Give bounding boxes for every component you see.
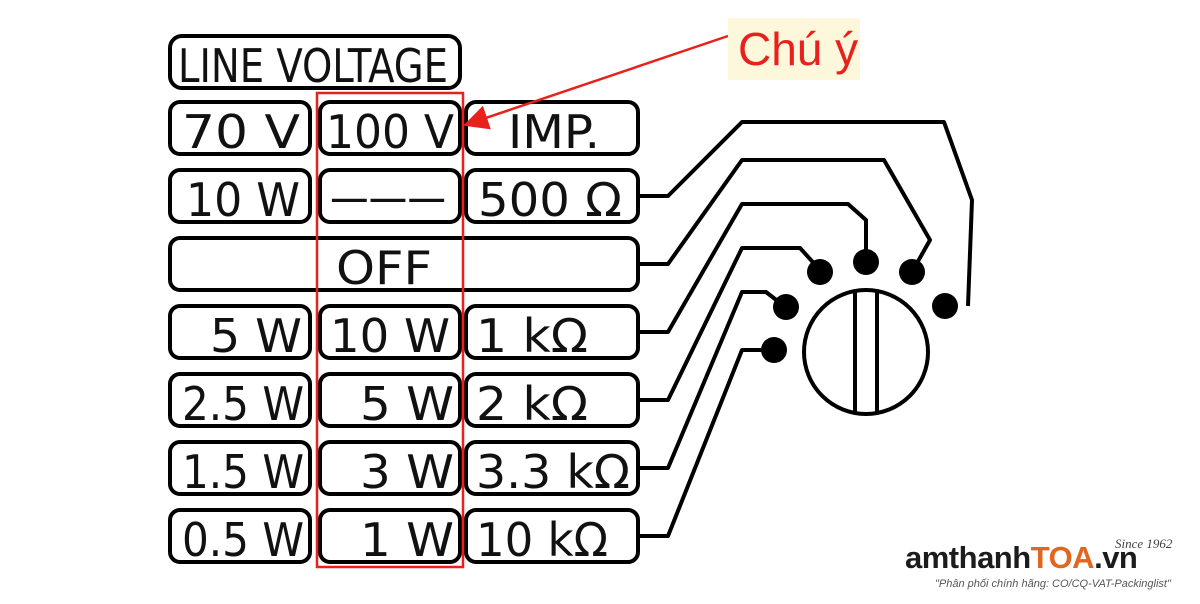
logo-since: Since 1962 — [1115, 536, 1173, 551]
annotation-arrow — [463, 34, 729, 130]
label-100v: 100 V — [326, 105, 454, 159]
cell-100v-row6 — [318, 508, 462, 564]
wire-2k — [638, 246, 822, 402]
cell-70v-row6 — [168, 508, 312, 564]
terminal-3.3k — [773, 294, 799, 320]
cell-100v-row3 — [318, 304, 462, 360]
cell-70v-row3 — [168, 304, 312, 360]
highlight-100v-column — [315, 91, 465, 569]
logo-tagline: "Phân phối chính hãng: CO/CQ-VAT-Packing… — [935, 578, 1171, 590]
value-100v-1w: 1 W — [360, 513, 454, 567]
wire-1k — [638, 202, 868, 334]
knob-outline — [802, 288, 930, 416]
cell-100v-row4 — [318, 372, 462, 428]
label-70v: 70 V — [182, 105, 300, 159]
terminal-10k — [761, 337, 787, 363]
cell-70v-row1 — [168, 168, 312, 224]
cell-100v-row5 — [318, 440, 462, 496]
terminal-off — [899, 259, 925, 285]
value-imp-3.3k: 3.3 kΩ — [476, 445, 630, 499]
wire-off — [638, 158, 932, 273]
cell-70v-row4 — [168, 372, 312, 428]
value-imp-10k: 10 kΩ — [476, 513, 608, 567]
value-70v-0.5w: 0.5 W — [182, 513, 304, 567]
value-100v-5w: 5 W — [360, 377, 454, 431]
annotation-background — [728, 18, 860, 80]
terminal-500-ohm — [932, 293, 958, 319]
dash-100v-row1: ——— — [330, 170, 446, 224]
value-70v-2.5w: 2.5 W — [182, 377, 304, 431]
wire-10k — [638, 348, 770, 538]
value-100v-3w: 3 W — [360, 445, 454, 499]
brand-logo: amthanhTOA.vn Since 1962 "Phân phối chín… — [905, 534, 1195, 598]
logo-suffix: .vn — [1094, 540, 1138, 575]
cell-100v-row1 — [318, 168, 462, 224]
value-imp-2k: 2 kΩ — [476, 377, 588, 431]
terminal-1k — [853, 249, 879, 275]
terminal-2k — [807, 259, 833, 285]
value-100v-10w: 10 W — [330, 309, 450, 363]
logo-wordmark: amthanhTOA.vn — [905, 540, 1138, 576]
annotation-label: Chú ý — [738, 23, 859, 75]
header-title: LINE VOLTAGE — [178, 39, 448, 93]
label-imp: IMP. — [508, 105, 600, 159]
value-70v-5w: 5 W — [210, 309, 302, 363]
logo-brand: TOA — [1030, 540, 1095, 575]
rotary-selector-knob — [802, 288, 930, 416]
selector-terminals — [761, 249, 958, 363]
header-box — [168, 34, 462, 90]
value-70v-10w: 10 W — [186, 173, 300, 227]
cell-100v-header — [318, 100, 462, 156]
label-off: OFF — [336, 241, 432, 295]
value-imp-500: 500 Ω — [478, 173, 622, 227]
cell-70v-row5 — [168, 440, 312, 496]
value-imp-1k: 1 kΩ — [476, 309, 588, 363]
logo-prefix: amthanh — [905, 540, 1031, 575]
cell-70v-header — [168, 100, 312, 156]
value-70v-1.5w: 1.5 W — [182, 445, 304, 499]
wire-500-ohm — [638, 120, 974, 307]
selector-wiring — [638, 120, 974, 538]
wire-3.3k — [638, 290, 786, 470]
